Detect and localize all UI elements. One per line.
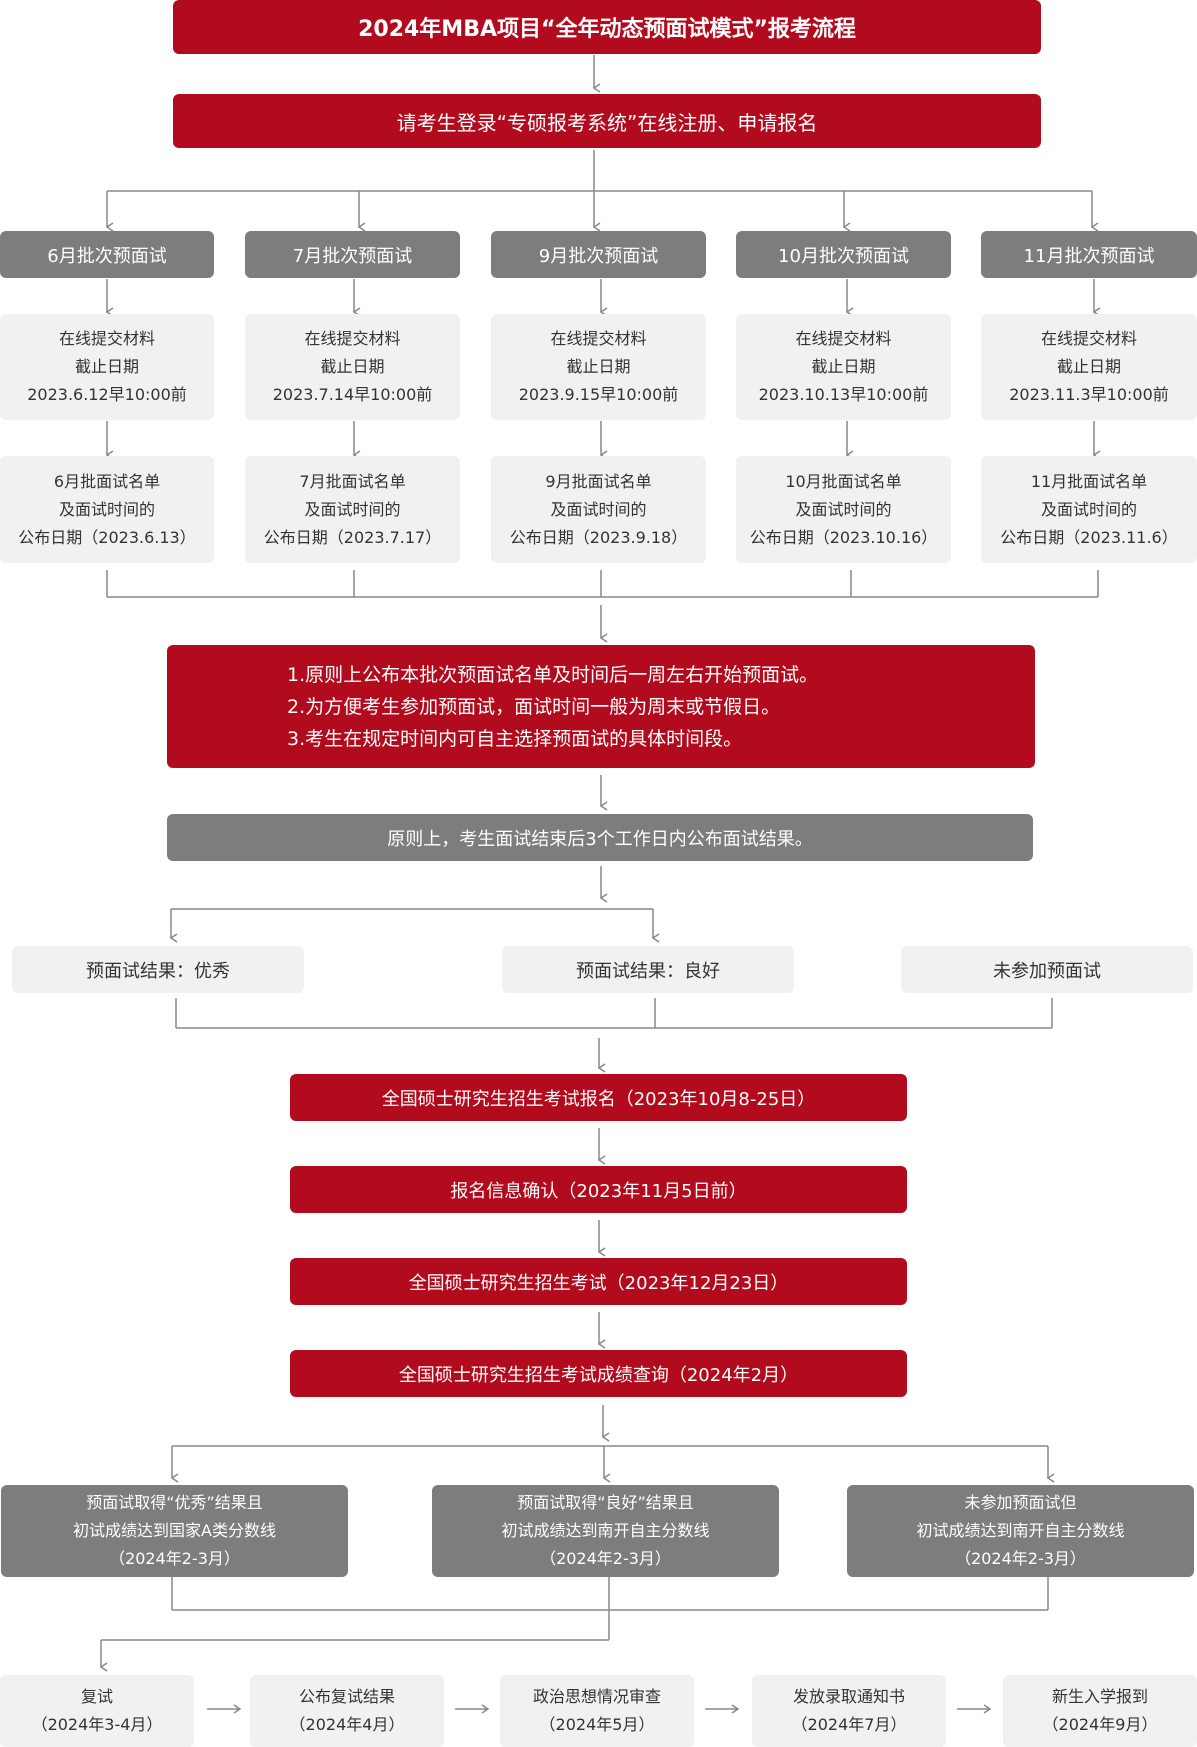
batch-header: 7月批次预面试 (245, 231, 460, 278)
page-title: 2024年MBA项目“全年动态预面试模式”报考流程 (173, 0, 1041, 54)
exam-step: 全国硕士研究生招生考试（2023年12月23日） (290, 1258, 907, 1305)
notice-line: 1.原则上公布本批次预面试名单及时间后一周左右开始预面试。 (287, 663, 819, 686)
final-step-enrollment: 新生入学报到（2024年9月） (1003, 1675, 1197, 1747)
step-register: 请考生登录“专硕报考系统”在线注册、申请报名 (173, 94, 1041, 148)
final-step-publish-result: 公布复试结果（2024年4月） (250, 1675, 444, 1747)
final-step-reexam: 复试（2024年3-4月） (0, 1675, 194, 1747)
notice-line: 3.考生在规定时间内可自主选择预面试的具体时间段。 (287, 727, 743, 750)
batch-header: 6月批次预面试 (0, 231, 214, 278)
result-not-attended: 未参加预面试 (901, 946, 1193, 993)
result-good: 预面试结果：良好 (502, 946, 794, 993)
pre-interview-notice: 1.原则上公布本批次预面试名单及时间后一周左右开始预面试。 2.为方便考生参加预… (167, 645, 1035, 768)
batch-publish-date: 11月批面试名单及面试时间的公布日期（2023.11.6） (981, 456, 1197, 563)
exam-step: 全国硕士研究生招生考试成绩查询（2024年2月） (290, 1350, 907, 1397)
batch-publish-date: 10月批面试名单及面试时间的公布日期（2023.10.16） (736, 456, 951, 563)
outcome-box: 预面试取得“良好”结果且初试成绩达到南开自主分数线（2024年2-3月） (432, 1485, 779, 1577)
exam-step: 报名信息确认（2023年11月5日前） (290, 1166, 907, 1213)
batch-publish-date: 9月批面试名单及面试时间的公布日期（2023.9.18） (491, 456, 706, 563)
batch-header: 11月批次预面试 (981, 231, 1197, 278)
result-excellent: 预面试结果：优秀 (12, 946, 304, 993)
batch-publish-date: 7月批面试名单及面试时间的公布日期（2023.7.17） (245, 456, 460, 563)
outcome-box: 预面试取得“优秀”结果且初试成绩达到国家A类分数线（2024年2-3月） (1, 1485, 348, 1577)
final-step-admission-notice: 发放录取通知书（2024年7月） (752, 1675, 946, 1747)
result-notice: 原则上，考生面试结束后3个工作日内公布面试结果。 (167, 814, 1033, 861)
batch-header: 9月批次预面试 (491, 231, 706, 278)
exam-step: 全国硕士研究生招生考试报名（2023年10月8-25日） (290, 1074, 907, 1121)
batch-header: 10月批次预面试 (736, 231, 951, 278)
outcome-box: 未参加预面试但初试成绩达到南开自主分数线（2024年2-3月） (847, 1485, 1194, 1577)
final-step-political-review: 政治思想情况审查（2024年5月） (500, 1675, 694, 1747)
notice-line: 2.为方便考生参加预面试，面试时间一般为周末或节假日。 (287, 695, 781, 718)
batch-publish-date: 6月批面试名单及面试时间的公布日期（2023.6.13） (0, 456, 214, 563)
